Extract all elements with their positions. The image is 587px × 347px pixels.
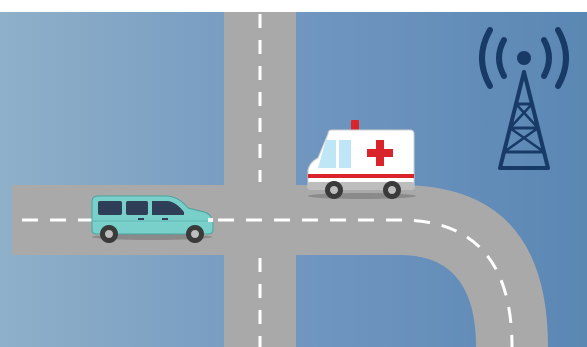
siren-light (351, 120, 359, 130)
ambulance-stripe (308, 174, 414, 178)
ambulance-wheel-rear (383, 181, 401, 199)
van-wheel-rear (100, 225, 118, 243)
ambulance-wheel-front (325, 181, 343, 199)
ambulance-side-window (339, 140, 351, 168)
van-window-rear (98, 201, 122, 215)
van-window-middle (126, 201, 148, 215)
van-wheel-front (186, 225, 204, 243)
